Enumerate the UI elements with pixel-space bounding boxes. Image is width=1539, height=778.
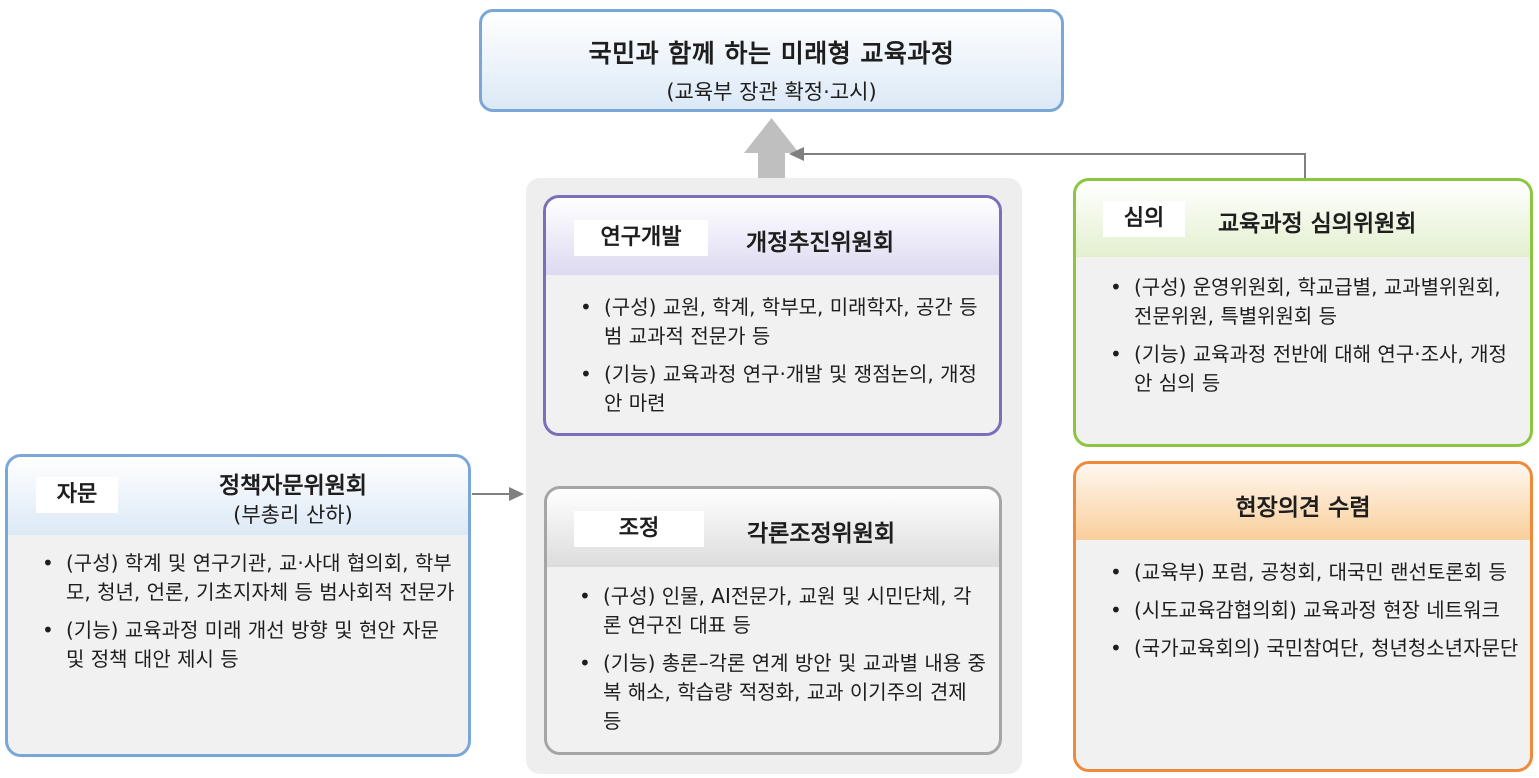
list-item: (구성) 학계 및 연구기관, 교·사대 협의회, 학부모, 청년, 언론, 기… [40,549,460,607]
advisory-header: 자문 정책자문위원회 (부총리 산하) [8,457,468,535]
research-tag: 연구개발 [574,220,708,256]
field-items: (교육부) 포럼, 공청회, 대국민 랜선토론회 등 (시도교육감협의회) 교육… [1108,558,1520,672]
field-header: 현장의견 수렴 [1076,464,1530,540]
goal-subtitle: (교육부 장관 확정·고시) [666,80,877,104]
advisory-items: (구성) 학계 및 연구기관, 교·사대 협의회, 학부모, 청년, 언론, 기… [40,549,460,683]
list-item: (교육부) 포럼, 공청회, 대국민 랜선토론회 등 [1108,558,1520,587]
deliberation-connector [789,147,1306,178]
goal-title: 국민과 함께 하는 미래형 교육과정 [588,39,955,68]
list-item: (국가교육회의) 국민참여단, 청년청소년자문단 [1108,634,1520,663]
advisory-subtitle: (부총리 산하) [233,503,353,527]
deliberation-tag: 심의 [1103,201,1185,237]
list-item: (구성) 인물, AI전문가, 교원 및 시민단체, 각론 연구진 대표 등 [577,582,987,640]
list-item: (구성) 운영위원회, 학교급별, 교과별위원회, 전문위원, 특별위원회 등 [1108,273,1520,331]
advisory-title: 정책자문위원회 [218,473,368,499]
deliberation-committee-card: 심의 교육과정 심의위원회 (구성) 운영위원회, 학교급별, 교과별위원회, … [1073,178,1533,447]
list-item: (기능) 교육과정 연구·개발 및 쟁점논의, 개정안 마련 [578,360,986,418]
deliberation-header: 심의 교육과정 심의위원회 [1076,181,1530,257]
field-title: 현장의견 수렴 [1235,495,1371,521]
deliberation-items: (구성) 운영위원회, 학교급별, 교과별위원회, 전문위원, 특별위원회 등 … [1108,273,1520,407]
list-item: (기능) 교육과정 미래 개선 방향 및 현안 자문 및 정책 대안 제시 등 [40,616,460,674]
top-goal-box: 국민과 함께 하는 미래형 교육과정 (교육부 장관 확정·고시) [479,9,1064,112]
research-items: (구성) 교원, 학계, 학부모, 미래학자, 공간 등 범 교과적 전문가 등… [578,293,986,427]
list-item: (기능) 교육과정 전반에 대해 연구·조사, 개정안 심의 등 [1108,340,1520,398]
advisory-committee-card: 자문 정책자문위원회 (부총리 산하) (구성) 학계 및 연구기관, 교·사대… [5,454,471,757]
coordination-committee-card: 조정 각론조정위원회 (구성) 인물, AI전문가, 교원 및 시민단체, 각론… [544,486,1002,755]
list-item: (구성) 교원, 학계, 학부모, 미래학자, 공간 등 범 교과적 전문가 등 [578,293,986,351]
deliberation-title: 교육과정 심의위원회 [1218,211,1417,237]
coordination-items: (구성) 인물, AI전문가, 교원 및 시민단체, 각론 연구진 대표 등 (… [577,582,987,745]
research-committee-card: 연구개발 개정추진위원회 (구성) 교원, 학계, 학부모, 미래학자, 공간 … [543,195,1002,436]
coordination-header: 조정 각론조정위원회 [547,489,999,567]
field-opinion-card: 현장의견 수렴 (교육부) 포럼, 공청회, 대국민 랜선토론회 등 (시도교육… [1073,461,1533,772]
research-header: 연구개발 개정추진위원회 [546,198,999,275]
coordination-title: 각론조정위원회 [747,521,896,547]
list-item: (기능) 총론–각론 연계 방안 및 교과별 내용 중복 해소, 학습량 적정화… [577,649,987,736]
coordination-tag: 조정 [574,511,704,547]
research-title: 개정추진위원회 [746,230,895,256]
advisory-connector [472,487,524,501]
list-item: (시도교육감협의회) 교육과정 현장 네트워크 [1108,596,1520,625]
advisory-tag: 자문 [36,477,118,513]
